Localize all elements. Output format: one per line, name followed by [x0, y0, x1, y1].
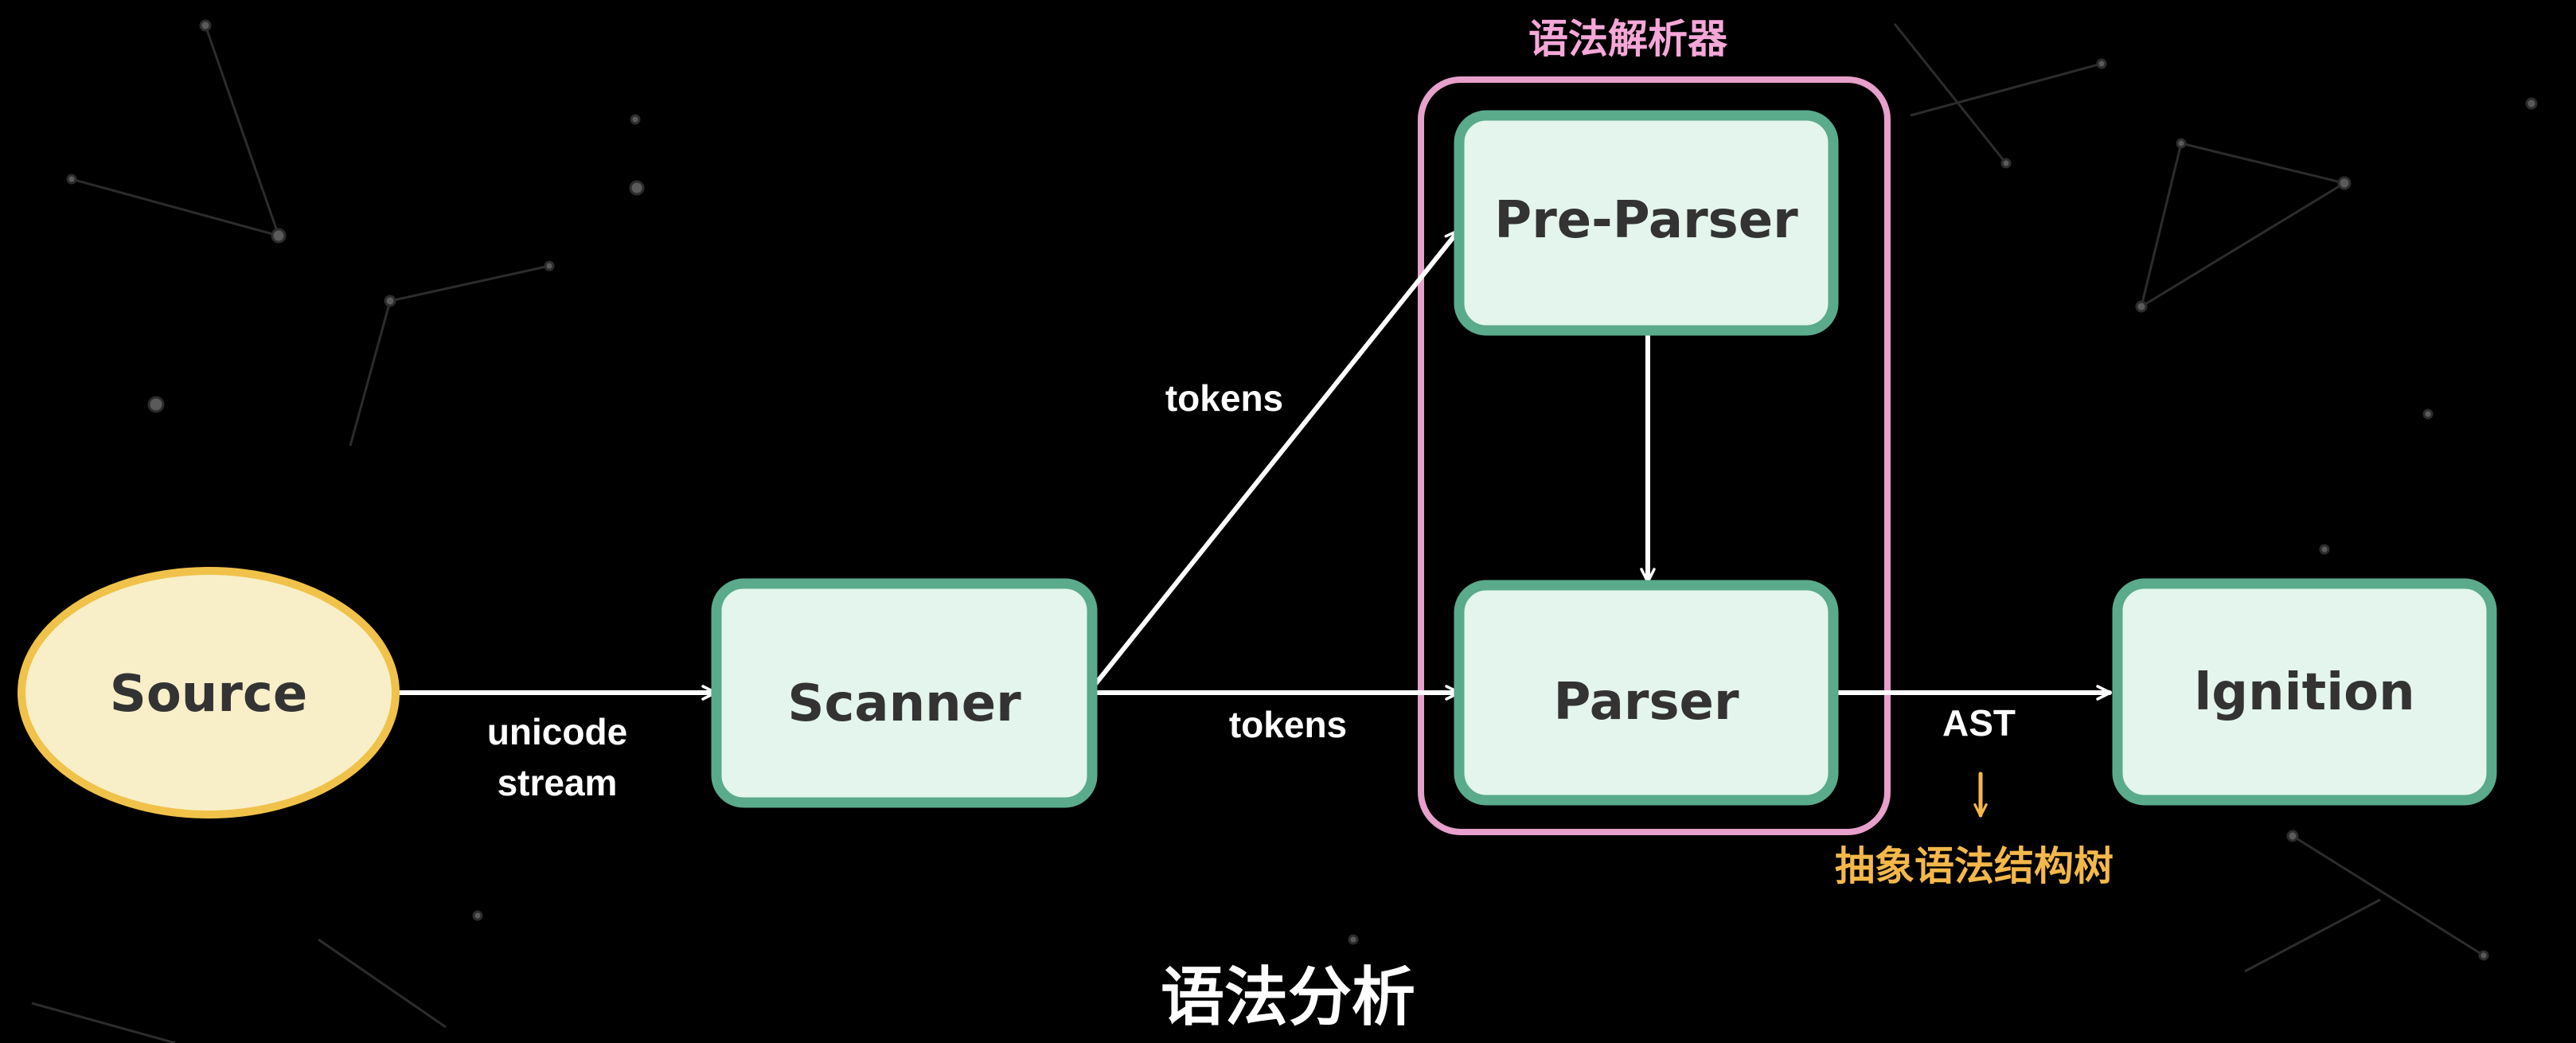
- node-label-pre-parser: Pre-Parser: [1494, 191, 1798, 250]
- parser-group-outline: [1418, 76, 1891, 835]
- constellation-background: [31, 19, 2538, 1043]
- node-label-scanner: Scanner: [787, 674, 1021, 733]
- ignition-shape: [2112, 578, 2497, 806]
- node-label-source: Source: [110, 665, 308, 724]
- edge-scanner-to-preparser: [1094, 229, 1461, 686]
- node-parser: Parser: [1454, 580, 1839, 806]
- source-shape: [18, 567, 400, 818]
- edge-label-unicode: unicode: [487, 711, 627, 752]
- scanner-shape: [711, 578, 1098, 808]
- parser-group-label: 语法解析器: [1528, 16, 1728, 62]
- diagram-caption: 语法分析: [1161, 960, 1415, 1034]
- node-scanner: Scanner: [711, 578, 1098, 808]
- node-source: Source: [18, 567, 400, 818]
- parser-shape: [1454, 580, 1839, 806]
- ast-chinese-annotation: 抽象语法结构树: [1835, 843, 2113, 889]
- edge-label-ast: AST: [1942, 702, 2016, 744]
- node-label-ignition: lgnition: [2194, 663, 2414, 722]
- edge-label-stream: stream: [498, 762, 618, 803]
- edge-label-tokens-upper: tokens: [1165, 377, 1283, 419]
- node-ignition: lgnition: [2112, 578, 2497, 806]
- edge-label-tokens-lower: tokens: [1229, 704, 1347, 745]
- pre-parser-shape: [1454, 110, 1839, 336]
- node-label-parser: Parser: [1554, 673, 1739, 732]
- node-pre-parser: Pre-Parser: [1454, 110, 1839, 336]
